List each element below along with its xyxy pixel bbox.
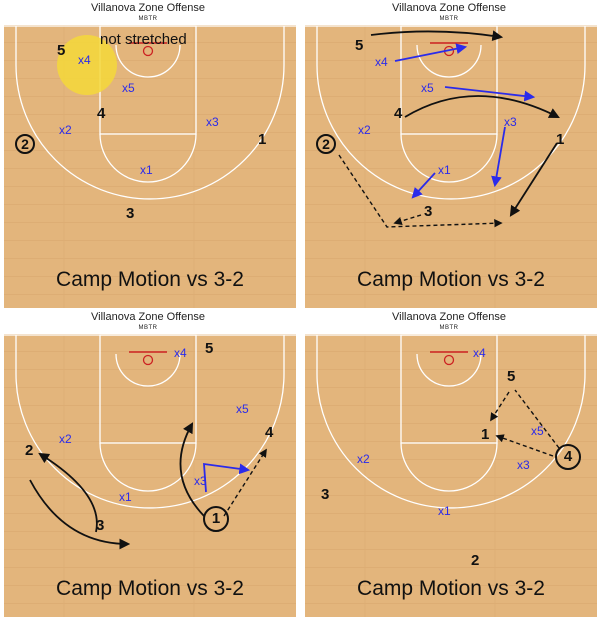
offense-player-4: 4: [394, 105, 403, 122]
offense-player-2: 2: [316, 134, 336, 154]
offense-cuts: [29, 422, 205, 550]
court-floor: [305, 334, 597, 617]
offense-player-3: 3: [96, 517, 105, 534]
defender-x2: x2: [59, 123, 72, 137]
panel-subtitle: MBTR: [439, 16, 459, 22]
offense-player-5: 5: [507, 368, 516, 385]
offense-player-2: 2: [25, 442, 34, 459]
panel-subtitle: MBTR: [439, 325, 459, 331]
defender-x1: x1: [119, 490, 132, 504]
highlight-circle: [57, 35, 117, 95]
pass-4-to-1: [495, 434, 554, 457]
panel-caption: Camp Motion vs 3-2: [357, 577, 545, 600]
panel-subtitle: MBTR: [138, 16, 158, 22]
court-floor: [305, 25, 597, 308]
defender-x3: x3: [206, 115, 219, 129]
defender-x4: x4: [174, 346, 187, 360]
offense-player-4: 4: [555, 444, 581, 470]
court: not stretched 5 4 2 1 3 x4 x5 x2 x3 x1 C…: [4, 25, 296, 308]
offense-player-5: 5: [57, 42, 66, 59]
defender-x2: x2: [59, 432, 72, 446]
offense-player-3: 3: [321, 486, 330, 503]
cut-1-to-elbow: [179, 422, 205, 517]
offense-player-3: 3: [424, 203, 433, 220]
cut-5: [370, 30, 504, 42]
offense-player-4: 4: [265, 424, 274, 441]
move-x3: [203, 462, 251, 493]
offense-player-2: 2: [471, 552, 480, 569]
offense-player-2: 2: [15, 134, 35, 154]
defender-x5: x5: [122, 81, 135, 95]
move-x4: [394, 43, 468, 62]
offense-player-5: 5: [355, 37, 364, 54]
court-floor: [4, 25, 296, 308]
defense-rotations: [394, 43, 536, 199]
panel-caption: Camp Motion vs 3-2: [56, 268, 244, 291]
cut-4: [404, 95, 560, 118]
defender-x2: x2: [358, 123, 371, 137]
panel-caption: Camp Motion vs 3-2: [357, 268, 545, 291]
pass-lines: [490, 389, 560, 457]
offense-player-1: 1: [258, 131, 267, 148]
defender-x1: x1: [438, 504, 451, 518]
diagram-panel-3: Villanova Zone Offense MBTR: [0, 309, 296, 617]
panel-subtitle: MBTR: [138, 325, 158, 331]
diagram-panel-4: Villanova Zone Offense MBTR: [301, 309, 597, 617]
defender-x5: x5: [421, 81, 434, 95]
defender-x5: x5: [531, 424, 544, 438]
diagram-panel-1: Villanova Zone Offense MBTR: [0, 0, 296, 308]
cut-1: [509, 142, 558, 217]
pass-lines: [223, 448, 267, 517]
offense-player-1: 1: [481, 426, 490, 443]
defender-x4: x4: [375, 55, 388, 69]
pass-3: [393, 214, 422, 226]
diagram-panel-2: Villanova Zone Offense MBTR: [301, 0, 597, 308]
cut-2-to-corner: [29, 479, 131, 550]
offense-player-1: 1: [556, 131, 565, 148]
pass-2-to-3: [338, 154, 503, 228]
annotation-not-stretched: not stretched: [100, 31, 187, 48]
move-x1: [411, 172, 436, 199]
pass-4-to-5: [514, 389, 560, 449]
offense-player-3: 3: [126, 205, 135, 222]
offense-player-4: 4: [97, 105, 106, 122]
defender-x1: x1: [438, 163, 451, 177]
court-floor: [4, 334, 296, 617]
defender-x4: x4: [473, 346, 486, 360]
court-lines: [4, 334, 296, 509]
court-lines: [305, 334, 597, 509]
offense-player-1: 1: [203, 506, 229, 532]
defender-x5: x5: [236, 402, 249, 416]
rim: [443, 354, 455, 366]
pass-5-to-1: [490, 391, 510, 422]
defender-x3: x3: [194, 474, 207, 488]
defender-x1: x1: [140, 163, 153, 177]
panel-title: Villanova Zone Offense: [392, 2, 506, 14]
panel-title: Villanova Zone Offense: [91, 2, 205, 14]
panel-caption: Camp Motion vs 3-2: [56, 577, 244, 600]
defense-rotations: [203, 462, 251, 493]
defender-x2: x2: [357, 452, 370, 466]
defender-x3: x3: [517, 458, 530, 472]
rim: [142, 45, 154, 57]
court: 5 4 2 3 1 x4 x5 x2 x3 x1 Camp Motion vs …: [4, 334, 296, 617]
court: 5 1 4 3 2 x4 x5 x3 x2 x1 Camp Motion vs …: [305, 334, 597, 617]
defender-x4: x4: [78, 53, 91, 67]
rim: [142, 354, 154, 366]
panel-title: Villanova Zone Offense: [392, 311, 506, 323]
panel-title: Villanova Zone Offense: [91, 311, 205, 323]
cut-3-to-wing: [38, 452, 98, 533]
move-x3: [491, 126, 506, 188]
offense-player-5: 5: [205, 340, 214, 357]
court-lines: [305, 25, 597, 200]
offense-cuts: [370, 30, 560, 217]
pass-1-to-4: [223, 448, 267, 517]
court: 5 4 2 1 3 x4 x5 x2 x3 x1 Camp Motion vs …: [305, 25, 597, 308]
pass-lines: [338, 154, 503, 228]
move-x5: [444, 86, 536, 102]
defender-x3: x3: [504, 115, 517, 129]
